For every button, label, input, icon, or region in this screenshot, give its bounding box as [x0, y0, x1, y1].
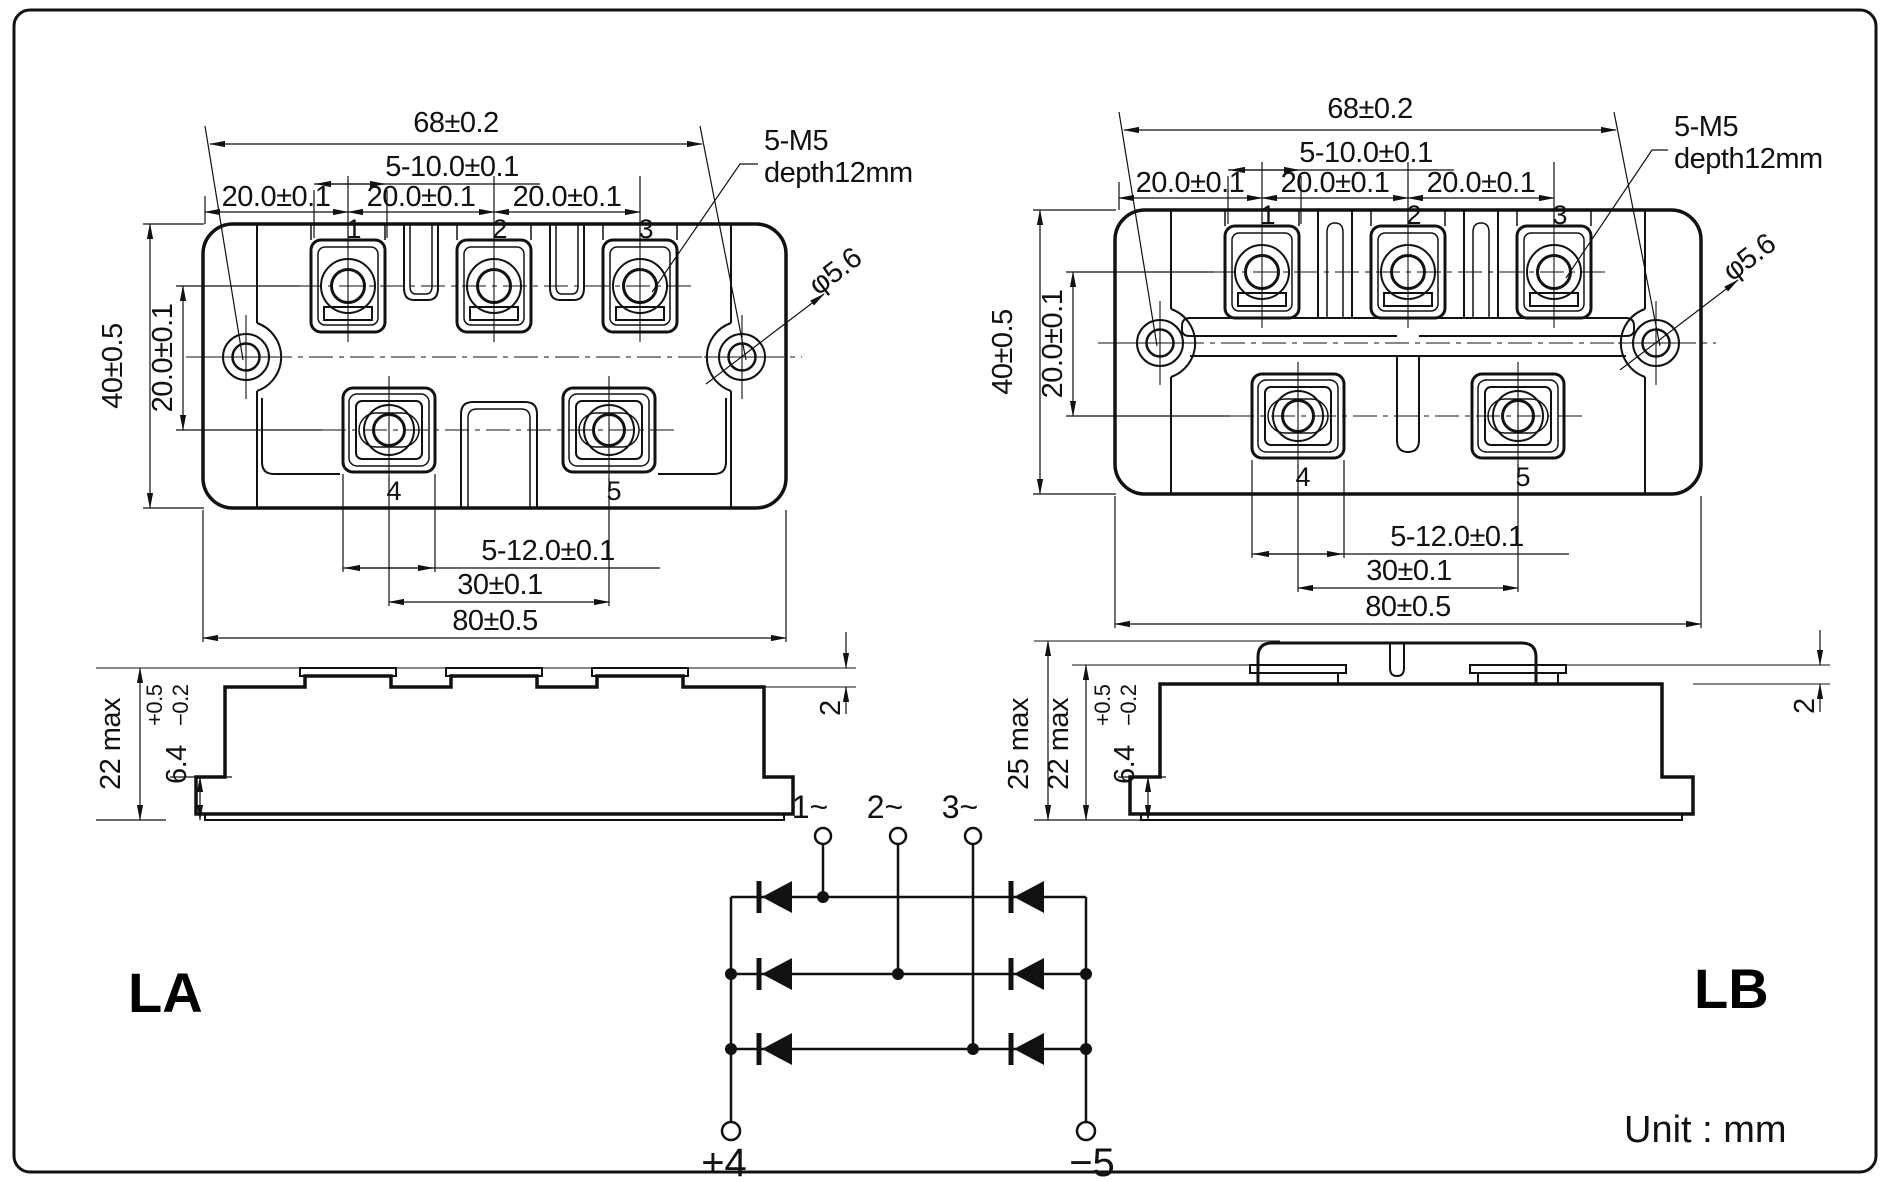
- la-terminal-4: [341, 374, 437, 484]
- la-dim-base-thick: 6.4: [161, 745, 193, 784]
- lb-dim-height: 40±0.5: [987, 309, 1019, 395]
- diode-upper-phase3: [759, 1033, 792, 1065]
- diode-upper-phase1: [759, 881, 792, 913]
- junction-dots: [725, 891, 1092, 1055]
- circuit-ac1-terminal: [813, 826, 833, 846]
- circuit-ac2-terminal: [888, 826, 908, 846]
- la-dim-pitch20-2: 20.0±0.1: [367, 181, 476, 213]
- lb-dim-pitch20-3: 20.0±0.1: [1427, 167, 1536, 199]
- la-dim-width: 80±0.5: [452, 605, 538, 637]
- la-dim-pitch20-1: 20.0±0.1: [222, 181, 331, 213]
- lb-terminal-1: [1223, 212, 1301, 330]
- lb-dim-pitch20-2: 20.0±0.1: [1281, 167, 1390, 199]
- lb-dim-row-pitch: 20.0±0.1: [1037, 290, 1069, 399]
- la-dim-pitch20-3: 20.0±0.1: [513, 181, 622, 213]
- lb-dim-bottom-pitch: 30±0.1: [1366, 555, 1452, 587]
- lb-dim-pitch20-1: 20.0±0.1: [1136, 167, 1245, 199]
- circuit-ac3-terminal: [963, 826, 983, 846]
- lb-dim-hole-dia: φ5.6: [1717, 228, 1782, 288]
- lb-terminal-4-number: 4: [1295, 462, 1310, 492]
- lb-dim-base-thick: 6.4: [1109, 745, 1141, 784]
- la-terminal-2: [455, 226, 533, 344]
- lb-side-view: 25 max 22 max 6.4 +0.5 −0.2 2: [1003, 630, 1830, 821]
- lb-terminal-3-number: 3: [1552, 200, 1567, 230]
- variant-label-la: LA: [128, 961, 203, 1024]
- lb-dim-step: 2: [1789, 698, 1821, 714]
- lb-screw-note-line1: 5-M5: [1674, 111, 1738, 143]
- circuit-ac2-label: 2~: [867, 789, 903, 825]
- la-screw-note-line1: 5-M5: [764, 125, 828, 157]
- la-dimensions: 68±0.2 5-10.0±0.1 20.0±0.1 20.0±0.1 20.0…: [97, 107, 913, 642]
- lb-dim-bottom-terminal: 5-12.0±0.1: [1390, 521, 1523, 553]
- lb-terminal-5-number: 5: [1515, 462, 1530, 492]
- lb-top-view: 1 2 3 4 5: [1098, 200, 1716, 496]
- variant-label-lb: LB: [1694, 957, 1769, 1020]
- lb-terminal-5: [1470, 360, 1566, 470]
- lb-terminal-2-number: 2: [1406, 200, 1421, 230]
- diode-upper-phase2: [759, 958, 792, 990]
- la-dim-row-pitch: 20.0±0.1: [147, 304, 179, 413]
- la-dim-hole-pitch: 68±0.2: [413, 107, 499, 139]
- circuit-diagram: 1~ 2~ 3~ +4 −5: [701, 789, 1115, 1182]
- la-dim-height: 40±0.5: [97, 323, 129, 409]
- la-dim-base-tol-minus: −0.2: [168, 684, 193, 726]
- lb-terminal-3: [1515, 212, 1593, 330]
- lb-terminal-2: [1369, 212, 1447, 330]
- la-screw-note-line2: depth12mm: [764, 157, 913, 189]
- la-terminal-3: [601, 226, 679, 344]
- lb-dim-top-terminal: 5-10.0±0.1: [1299, 137, 1432, 169]
- lb-terminal-1-number: 1: [1260, 200, 1275, 230]
- lb-dim-height-max: 25 max: [1003, 697, 1035, 790]
- circuit-ac1-label: 1~: [792, 789, 828, 825]
- circuit-negative-label: −5: [1069, 1141, 1115, 1182]
- diode-lower-phase3: [1011, 1033, 1044, 1065]
- diode-lower-phase1: [1011, 881, 1044, 913]
- la-dim-step: 2: [815, 700, 847, 716]
- circuit-negative-terminal: [1075, 1120, 1097, 1142]
- la-terminal-1: [309, 226, 387, 344]
- la-dim-top-terminal: 5-10.0±0.1: [385, 151, 518, 183]
- page-border: [12, 8, 1878, 1174]
- lb-dim-width: 80±0.5: [1365, 591, 1451, 623]
- lb-terminal-4: [1250, 360, 1346, 470]
- lb-dim-base-tol-plus: +0.5: [1090, 684, 1115, 726]
- la-terminal-5: [561, 374, 657, 484]
- diode-lower-phase2: [1011, 958, 1044, 990]
- lb-dim-base-tol-minus: −0.2: [1116, 684, 1141, 726]
- la-dim-bottom-terminal: 5-12.0±0.1: [481, 535, 614, 567]
- la-top-view: 1 2 3 4 5: [186, 214, 802, 510]
- la-side-view: 22 max 6.4 +0.5 −0.2 2: [95, 632, 856, 821]
- unit-note: Unit : mm: [1624, 1109, 1787, 1151]
- la-dim-hole-dia: φ5.6: [803, 242, 868, 302]
- lb-dim-height-inner: 22 max: [1043, 697, 1075, 790]
- la-dim-base-tol-plus: +0.5: [142, 684, 167, 726]
- la-dim-height-max: 22 max: [95, 697, 127, 790]
- la-terminal-1-number: 1: [346, 214, 361, 244]
- la-terminal-2-number: 2: [492, 214, 507, 244]
- circuit-positive-label: +4: [701, 1141, 747, 1182]
- circuit-positive-terminal: [720, 1120, 742, 1142]
- la-dim-bottom-pitch: 30±0.1: [457, 569, 543, 601]
- la-terminal-4-number: 4: [386, 476, 401, 506]
- lb-screw-note-line2: depth12mm: [1674, 143, 1823, 175]
- la-terminal-5-number: 5: [606, 476, 621, 506]
- circuit-ac3-label: 3~: [942, 789, 978, 825]
- lb-dim-hole-pitch: 68±0.2: [1327, 93, 1413, 125]
- la-terminal-3-number: 3: [638, 214, 653, 244]
- lb-dimensions: 68±0.2 5-10.0±0.1 20.0±0.1 20.0±0.1 20.0…: [987, 93, 1823, 628]
